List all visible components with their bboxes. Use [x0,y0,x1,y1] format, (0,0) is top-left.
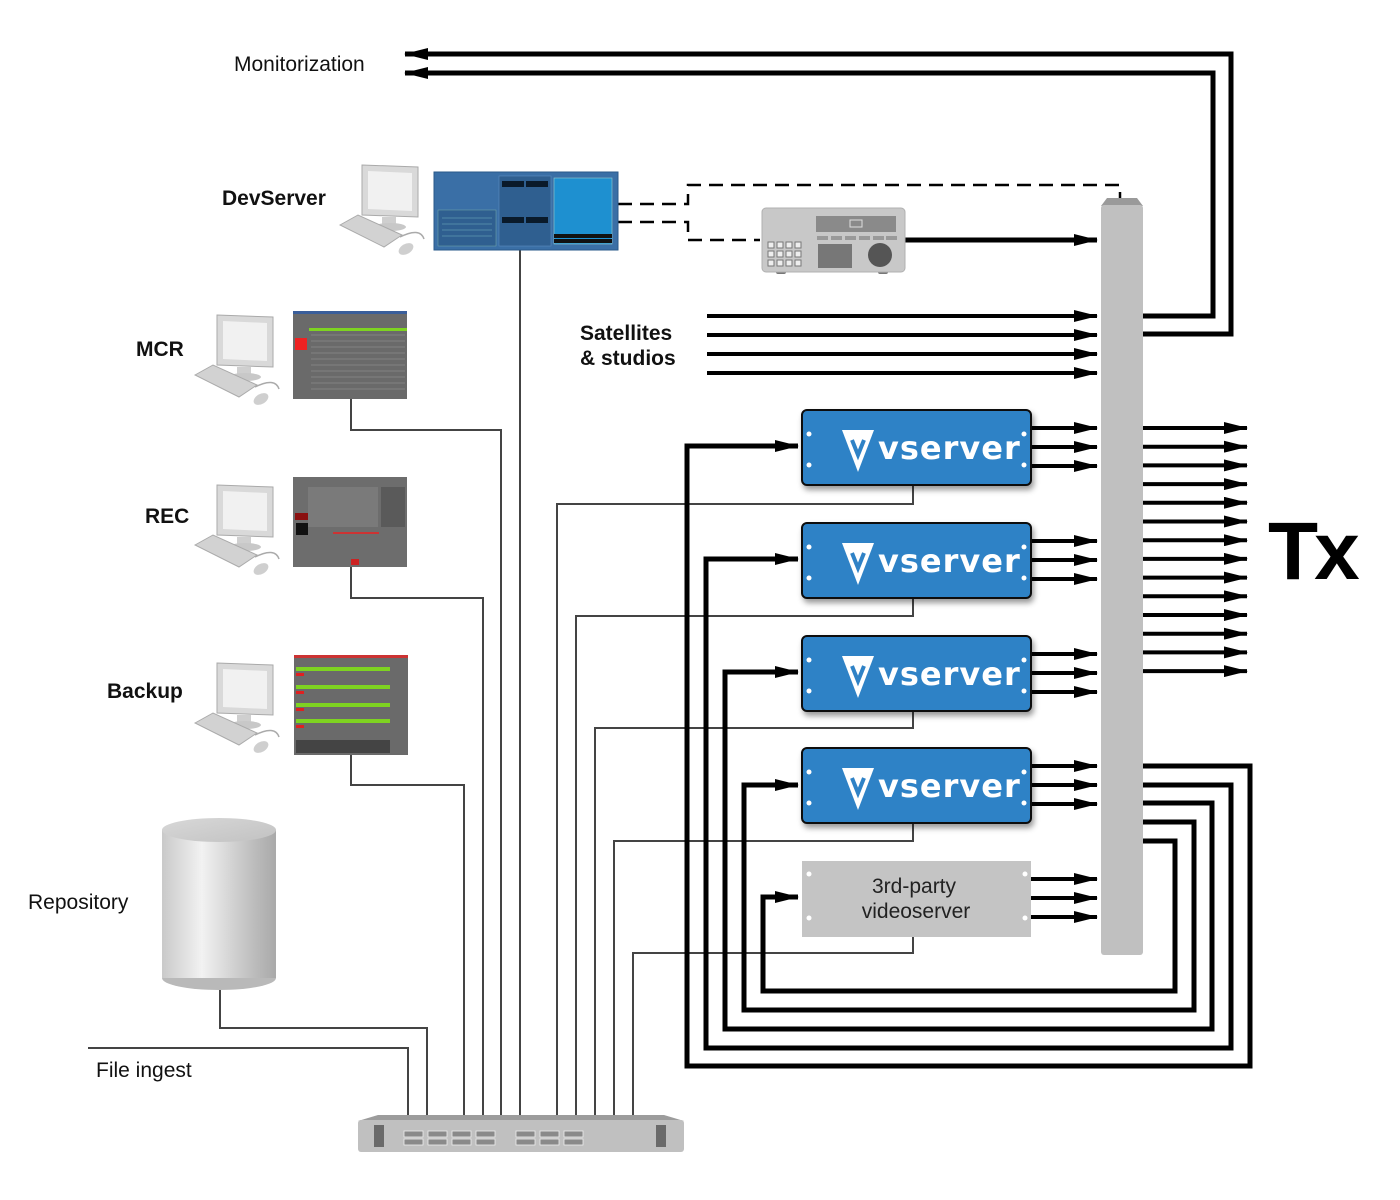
loop-vserver-2 [703,553,1234,1051]
switch-port [427,1138,448,1146]
rack-screw [1021,544,1027,550]
backup-screen[interactable] [294,655,408,755]
rack-screw [806,769,812,775]
repository-cylinder-icon[interactable] [162,818,276,990]
switch-port [451,1138,472,1146]
backup-label: Backup [107,680,183,703]
rec-workstation[interactable] [193,484,280,577]
server-output-lines [1031,422,1098,923]
vserver-unit[interactable]: vserver [801,522,1032,599]
rack-screw [1021,462,1027,468]
switch-port [515,1130,536,1138]
net-line-vserver-3 [594,710,914,1118]
switch-port [403,1130,424,1138]
vserver-label: vserver [878,542,1021,580]
rack-screw [1021,431,1027,437]
monitorization-label: Monitorization [234,53,365,76]
switch-port [563,1130,584,1138]
vserver-label: vserver [878,767,1021,805]
net-line-repository [219,990,428,1118]
net-line-third-party [632,937,914,1118]
vserver-label: vserver [878,655,1021,693]
return-loops [684,440,1253,1069]
loop-vserver-4 [741,779,1197,1013]
monitorization-lines [404,48,1234,337]
rack-screw [806,431,812,437]
rack-screw [806,657,812,663]
satellites-label-line1: Satellites [580,322,672,345]
net-line-backup [350,752,465,1118]
net-line-mcr [350,398,502,1118]
rack-screw [806,575,812,581]
net-line-file-ingest [88,1047,409,1118]
rec-screen[interactable] [293,477,407,567]
vserver-label: vserver [878,429,1021,467]
desktop-computer-icon [193,662,280,753]
control-line-to-vtr [618,220,760,242]
rack-screw [806,688,812,694]
third-party-videoserver[interactable]: 3rd-party videoserver [802,861,1031,937]
rack-screw [806,800,812,806]
vserver-unit[interactable]: vserver [801,747,1032,824]
vserver-unit[interactable]: vserver [801,635,1032,712]
desktop-computer-icon [193,484,280,575]
control-lines [618,183,1122,242]
third-party-label-line2: videoserver [862,900,971,923]
rack-screw [1021,688,1027,694]
devserver-screen[interactable] [433,171,619,251]
net-line-vserver-2 [575,598,914,1118]
loop-vserver-3 [722,666,1215,1032]
tx-label: Tx [1268,506,1359,597]
switch-port [403,1138,424,1146]
video-router[interactable] [1101,198,1143,955]
rec-label: REC [145,505,189,528]
control-line-to-router [618,183,1122,206]
switch-port [563,1138,584,1146]
rack-screw [806,544,812,550]
file-ingest-label: File ingest [96,1059,192,1082]
repository-label: Repository [28,891,129,914]
satellites-label-line2: & studios [580,347,676,370]
switch-port [451,1130,472,1138]
rack-screw [806,462,812,468]
desktop-computer-icon [193,314,280,405]
switch-port [539,1138,560,1146]
loop-third-party [760,838,1178,994]
vtr-deck-icon[interactable] [761,207,906,274]
rack-screw [1021,800,1027,806]
loop-vserver-1 [684,440,1253,1069]
mcr-label: MCR [136,338,184,361]
net-line-vserver-1 [556,486,914,1118]
net-line-rec [350,565,484,1118]
switch-port [475,1130,496,1138]
mcr-screen[interactable] [293,311,407,399]
switch-port [539,1130,560,1138]
switch-port [475,1138,496,1146]
switch-port [515,1138,536,1146]
network-switch-icon[interactable] [358,1115,684,1152]
vserver-unit[interactable]: vserver [801,409,1032,486]
switch-port [427,1130,448,1138]
mcr-workstation[interactable] [193,314,280,407]
rack-screw [1021,575,1027,581]
rack-screw [1021,657,1027,663]
backup-workstation[interactable] [193,662,280,755]
satellite-input-lines [707,310,1098,379]
vserver-stack: vserver vserver vserver vserver [801,409,1032,824]
devserver-workstation[interactable] [338,164,425,257]
network-cabling [88,250,914,1118]
desktop-computer-icon [338,164,425,255]
third-party-label-line1: 3rd-party [872,875,957,898]
rack-screw [1021,769,1027,775]
net-line-vserver-4 [613,823,914,1118]
devserver-label: DevServer [222,187,326,210]
tx-output-lines [1143,422,1248,678]
